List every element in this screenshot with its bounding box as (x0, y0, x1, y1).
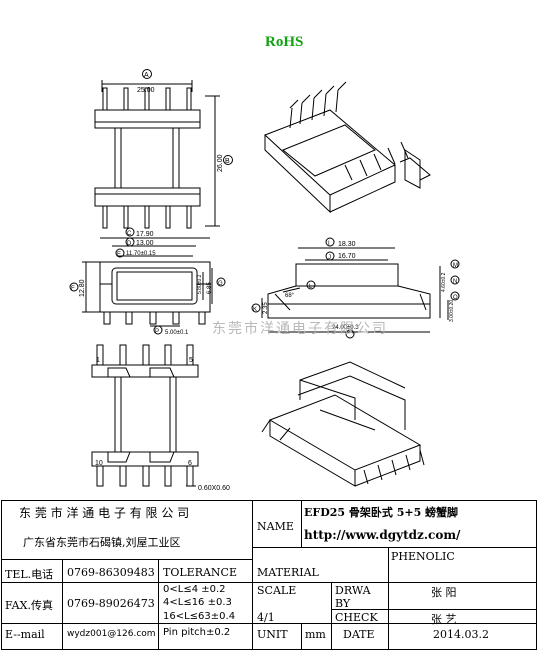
unit-value: mm (305, 628, 326, 641)
check-label: CHECK (335, 611, 378, 624)
rohs-label: RoHS (265, 34, 304, 50)
dim-g-letter: G (218, 281, 223, 287)
dim-g-value1: 5.80±0.2 (197, 274, 203, 294)
drawn-label-1: DRWA (335, 584, 371, 597)
fax-value: 0769-89026473 (67, 597, 155, 610)
pin-label-5: 5 (189, 357, 193, 364)
dim-i-letter: I (328, 241, 330, 247)
dim-p-letter: P (155, 329, 159, 335)
drawn-label-2: BY (335, 597, 351, 610)
tolerance-row-4: Pin pitch±0.2 (163, 627, 231, 638)
dim-m-letter: M (453, 263, 458, 269)
title-block: 东 莞 市 洋 通 电 子 有 限 公 司 广东省东莞市石碣镇,刘屋工业区 NA… (1, 500, 537, 650)
top-view (94, 69, 233, 229)
drawn-value: 张 阳 (431, 586, 457, 599)
dim-i-value: 18.30 (338, 241, 356, 248)
tolerance-row-2: 4<L≤16 ±0.3 (163, 597, 232, 608)
pin-label-1: 1 (96, 357, 100, 364)
dim-j-letter: J (328, 255, 331, 261)
dim-j-value: 16.70 (338, 253, 356, 260)
tolerance-row-1: 0<L≤4 ±0.2 (163, 584, 226, 595)
tel-label: TEL.电话 (5, 568, 54, 581)
dim-b-letter: B (225, 158, 230, 165)
watermark: 东莞市洋通电子有限公司 (212, 321, 388, 337)
scale-value: 4/1 (257, 611, 275, 624)
company-name: 东 莞 市 洋 通 电 子 有 限 公 司 (19, 506, 190, 520)
dim-a-letter: A (144, 72, 149, 79)
technical-drawing: A 25.00 B 26.00 C 17.90 D 13.00 E 11.70±… (69, 69, 460, 492)
company-url[interactable]: http://www.dgytdz.com/ (304, 528, 461, 542)
dim-d-value: 13.00 (136, 240, 154, 247)
dim-e-letter: E (117, 252, 121, 258)
scale-label: SCALE (257, 584, 297, 597)
dim-a-value: 25.00 (137, 87, 155, 94)
material-label: MATERIAL (257, 566, 319, 579)
isometric-view-top (264, 81, 431, 214)
name-label: NAME (257, 520, 294, 533)
check-value: 张 艺 (431, 613, 457, 626)
email-label: E--mail (5, 628, 45, 641)
fax-label: FAX.传真 (5, 599, 53, 612)
dim-f-letter: F (71, 286, 75, 292)
pin-size-label: 0.60X0.60 (198, 485, 230, 492)
dim-c-letter: C (127, 231, 132, 237)
unit-label: UNIT (257, 628, 288, 641)
dim-o-letter: O (453, 295, 458, 301)
dim-f-value: 12.80 (79, 279, 86, 297)
part-name: EFD25 骨架卧式 5+5 螃蟹脚 (304, 506, 459, 519)
date-label: DATE (343, 628, 375, 641)
end-view (69, 227, 226, 335)
side-view (251, 237, 460, 339)
dim-o-value: 3.00±0.20 (449, 300, 455, 322)
dim-b-value: 26.00 (217, 154, 224, 172)
dim-n-letter: N (453, 279, 457, 285)
dim-p-value: 5.00±0.1 (165, 330, 189, 336)
pin-label-6: 6 (188, 460, 192, 467)
bottom-view (91, 344, 199, 487)
material-value: PHENOLIC (391, 550, 455, 563)
dim-m-value: 4.60±0.2 (441, 272, 447, 292)
dim-k-value: 2.35 (263, 302, 269, 314)
pin-label-10: 10 (95, 460, 103, 467)
tolerance-row-3: 16<L≤63±0.4 (163, 611, 236, 622)
email-value[interactable]: wydz001@126.com (67, 629, 156, 639)
company-address: 广东省东莞市石碣镇,刘屋工业区 (23, 536, 181, 549)
dim-g-value2: 6.85 (207, 282, 213, 294)
dim-angle: 68° (285, 293, 295, 299)
dim-l-letter: L (309, 284, 313, 290)
isometric-view-bottom (261, 361, 425, 487)
dim-d-letter: D (127, 241, 132, 247)
dim-e-value: 11.70±0.15 (126, 251, 156, 257)
tel-value: 0769-86309483 (67, 566, 155, 579)
date-value: 2014.03.2 (433, 628, 489, 641)
dim-k-letter: K (253, 307, 257, 313)
dim-c-value: 17.90 (136, 231, 154, 238)
tolerance-label: TOLERANCE (163, 566, 237, 579)
dim-pitch: 24.00±0.3 (332, 325, 359, 331)
